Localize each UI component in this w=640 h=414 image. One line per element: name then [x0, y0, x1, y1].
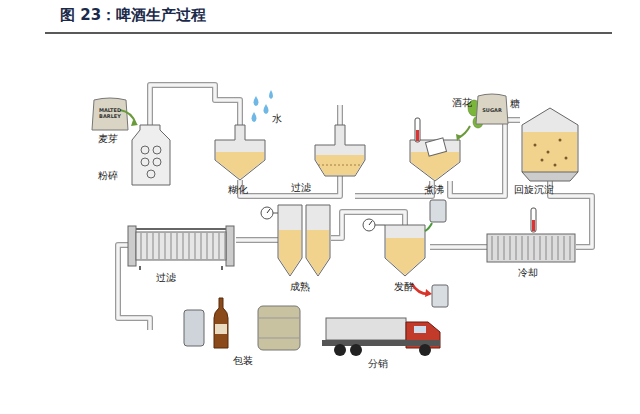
stage-label: 冷却: [518, 267, 538, 279]
stage-label: 成熟: [290, 281, 310, 293]
sack-print: SUGAR: [477, 108, 507, 114]
cooler-fin: [504, 236, 505, 260]
cooler-fin: [498, 236, 499, 260]
cooler-fin: [510, 236, 511, 260]
stage-label: 水: [272, 113, 282, 125]
stage-label: 糖: [510, 98, 520, 110]
filter-plate: [171, 233, 172, 259]
filter-plate: [159, 233, 160, 259]
filter-plate: [153, 233, 154, 259]
filter-plate: [141, 233, 142, 259]
filter-plate: [225, 233, 226, 259]
stage-label: 包装: [233, 355, 253, 367]
filter-plate: [201, 233, 202, 259]
filter-plate: [177, 233, 178, 259]
stage-label: 发酵: [394, 281, 414, 293]
stage-label: 煮沸: [424, 184, 444, 196]
figure-title: 图 23：啤酒生产过程: [60, 6, 206, 25]
cooler-fin: [522, 236, 523, 260]
filter-plate: [147, 233, 148, 259]
cooler-fin: [546, 236, 547, 260]
stage-label: 过滤: [156, 272, 176, 284]
stage-label: 酒花: [452, 97, 472, 109]
filter-plate: [207, 233, 208, 259]
cooler-fin: [564, 236, 565, 260]
filter-plate: [189, 233, 190, 259]
stage-label: 麦芽: [98, 133, 118, 145]
stage-label: 回旋沉淀: [514, 184, 554, 196]
cooler-fin: [492, 236, 493, 260]
sack-print: MALTED BARLEY: [94, 108, 126, 119]
filter-plate: [213, 233, 214, 259]
stage-label: 分销: [368, 358, 388, 370]
filter-plate: [165, 233, 166, 259]
filter-plate: [219, 233, 220, 259]
cooler-fin: [540, 236, 541, 260]
cooler-fin: [552, 236, 553, 260]
filter-plate: [195, 233, 196, 259]
cooler-fin: [528, 236, 529, 260]
cooler-fin: [570, 236, 571, 260]
cooler-fin: [516, 236, 517, 260]
cooler-fin: [534, 236, 535, 260]
cooler-fin: [558, 236, 559, 260]
stage-label: 粉碎: [98, 170, 118, 182]
stage-label: 糊化: [228, 184, 248, 196]
stage-label: 过滤: [291, 182, 311, 194]
filter-plate: [183, 233, 184, 259]
